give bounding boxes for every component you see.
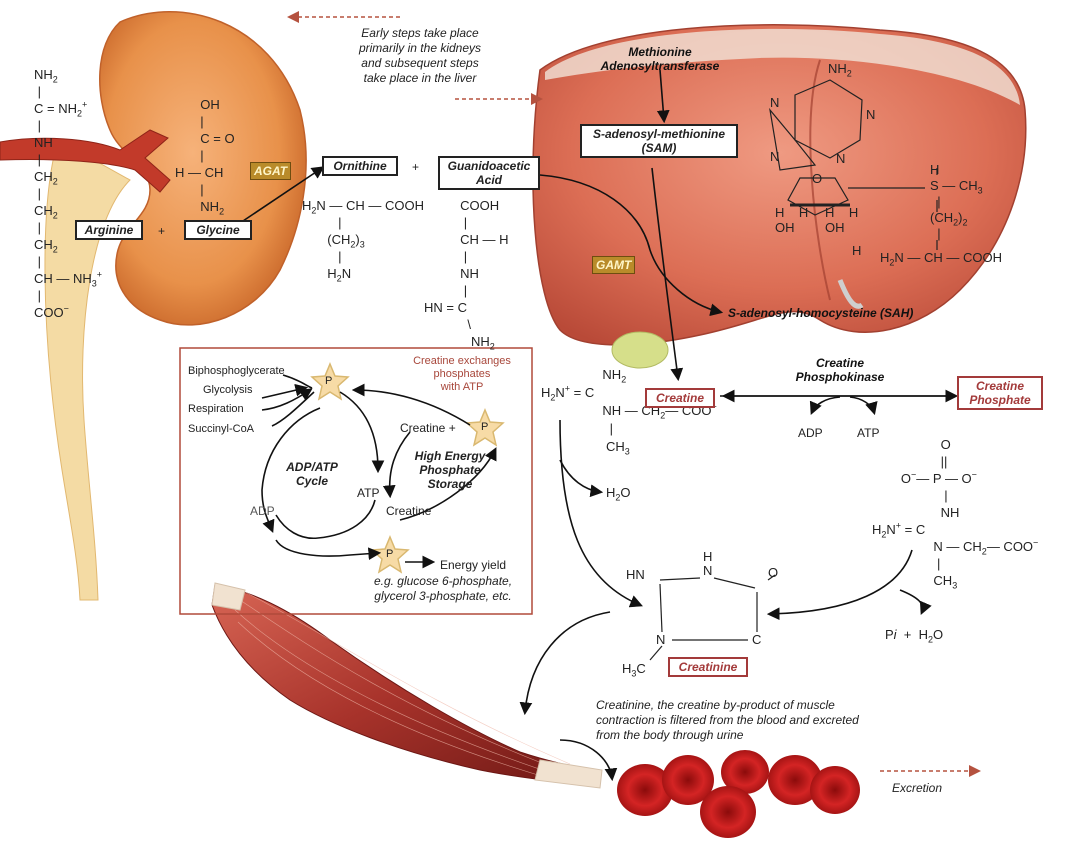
pi-h2o-label: Pi + H2O <box>885 627 944 645</box>
sam-o: O <box>812 171 823 186</box>
arginine-label: Arginine <box>75 220 143 240</box>
ornithine-structure: H2N — CH — COOH | (CH2)3 | H2N <box>302 198 425 284</box>
cycle-creatine: Creatine <box>386 504 432 518</box>
input-respiration: Respiration <box>188 403 244 415</box>
liver-ligament <box>545 28 1020 105</box>
sam-n4: N <box>836 151 846 166</box>
guanidoacetic-structure: COOH | CH — H | NH | HN = C \ NH2 <box>424 198 509 352</box>
creatinine-hn: HN <box>626 567 645 582</box>
input-succinyl-coa: Succinyl-CoA <box>188 423 255 435</box>
p-symbol-2: P <box>481 421 489 433</box>
ck-adp: ADP <box>798 426 823 440</box>
creatinine-c: C <box>752 632 762 647</box>
agat-enzyme-label: AGAT <box>250 162 292 180</box>
sam-nh2: NH2 <box>828 61 852 79</box>
input-glycolysis: Glycolysis <box>203 384 253 396</box>
renal-artery <box>0 129 171 193</box>
creatine-plus-label: Creatine + <box>400 421 456 435</box>
ureter-shape <box>44 139 131 601</box>
energy-cycle-box <box>179 347 533 615</box>
cycle-adp: ADP <box>250 504 275 518</box>
creatine-structure: NH2 H2N+ = C NH — CH2— COO− | CH3 <box>541 367 717 457</box>
sam-label: S-adenosyl-methionine(SAM) <box>580 124 738 158</box>
plus-sign: + <box>158 224 166 238</box>
p-symbol-1: P <box>325 375 333 387</box>
ck-atp: ATP <box>857 426 880 440</box>
muscle-shape <box>211 584 601 787</box>
p-symbol-3: P <box>386 548 394 560</box>
creatinine-o: O <box>768 565 779 580</box>
creatinine-label: Creatinine <box>668 657 748 677</box>
ornithine-label: Ornithine <box>322 156 398 176</box>
sah-label: S-adenosyl-homocysteine (SAH) <box>728 306 914 320</box>
creatine-label: Creatine <box>645 388 715 408</box>
sam-amino-acid: H2N — CH — COOH <box>880 250 1003 268</box>
glycine-structure: OH | C = O | H — CH | NH2 <box>175 97 235 217</box>
arginine-structure: NH2 |C = NH2+ |NH |CH2 |CH2 |CH2 |CH — N… <box>34 67 103 320</box>
sam-h: H <box>852 243 862 258</box>
sam-n3: N <box>770 149 780 164</box>
sam-n1: N <box>770 95 780 110</box>
creatine-phosphate-structure: O || O−— P — O− | NH H2N+ = C N — CH2— C… <box>872 437 1039 591</box>
h2o-label-1: H2O <box>606 485 631 503</box>
creatinine-note: Creatinine, the creatine by-product of m… <box>596 698 859 742</box>
excretion-label: Excretion <box>892 781 943 795</box>
cycle-atp: ATP <box>357 486 380 500</box>
input-biphosphoglycerate: Biphosphoglycerate <box>188 365 285 377</box>
plus-sign-2: + <box>412 160 420 174</box>
kidney-shape <box>99 10 307 326</box>
red-blood-cells <box>617 750 860 838</box>
creatinine-h3c: H3C <box>622 661 646 679</box>
energy-examples: e.g. glucose 6-phosphate,glycerol 3-phos… <box>373 574 513 603</box>
energy-yield-label: Energy yield <box>440 558 507 572</box>
glycine-label: Glycine <box>184 220 252 240</box>
gallbladder <box>611 331 669 369</box>
sam-n2: N <box>866 107 876 122</box>
creatinine-n: N <box>656 632 666 647</box>
gamt-enzyme-label: GAMT <box>592 256 636 274</box>
